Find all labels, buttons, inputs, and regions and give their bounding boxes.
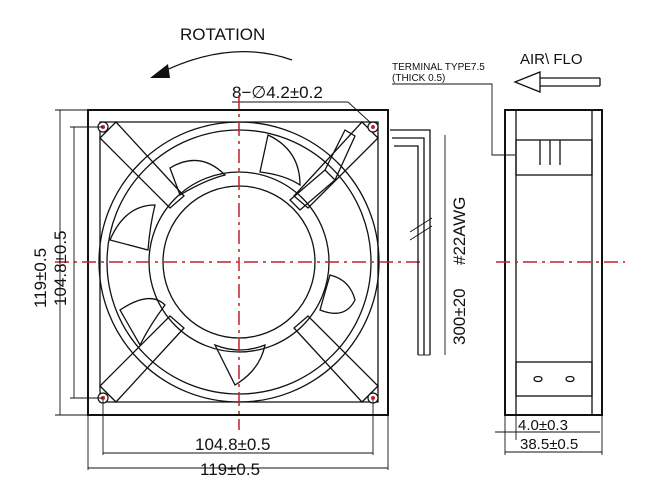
terminal-type-label: TERMINAL TYPE7.5 <box>392 62 485 73</box>
spoke <box>99 315 185 403</box>
depth-label: 38.5±0.5 <box>520 436 578 453</box>
width-dimensions <box>87 400 389 470</box>
spoke <box>293 315 379 403</box>
side-view <box>496 109 625 416</box>
height-outer-label: 119±0.5 <box>31 248 50 308</box>
front-view <box>55 95 420 430</box>
height-dimensions <box>55 109 103 416</box>
spoke <box>293 121 379 209</box>
rotation-label: ROTATION <box>180 25 265 44</box>
blade <box>169 159 227 196</box>
wire-leads <box>390 129 433 356</box>
hole-center <box>371 396 375 400</box>
wire-gauge-label: #22AWG <box>450 197 469 265</box>
width-inner-label: 104.8±0.5 <box>195 435 271 454</box>
terminal-leader <box>392 83 515 156</box>
width-outer-label: 119±0.5 <box>200 460 260 479</box>
frame-inner-outline <box>99 121 379 403</box>
terminal-thick-label: (THICK 0.5) <box>392 73 445 84</box>
blade <box>213 343 266 386</box>
flange-label: 4.0±0.3 <box>518 417 568 434</box>
blade <box>259 134 301 187</box>
hole-spec-leader <box>347 101 373 125</box>
spoke <box>99 121 185 209</box>
rotation-arrow <box>150 51 293 78</box>
wire-length-label: 300±20 <box>450 288 469 345</box>
hole-center <box>371 125 375 129</box>
height-inner-label: 104.8±0.5 <box>51 230 70 306</box>
blade <box>319 274 356 314</box>
depth-dimensions <box>495 415 603 455</box>
air-flow-arrow <box>513 71 601 93</box>
air-flow-label: AIR\ FLO <box>520 51 583 68</box>
blade <box>109 204 156 251</box>
blade <box>119 298 166 347</box>
hole-spec-label: 8−∅4.2±0.2 <box>232 83 323 102</box>
terminal-blade <box>324 129 356 181</box>
